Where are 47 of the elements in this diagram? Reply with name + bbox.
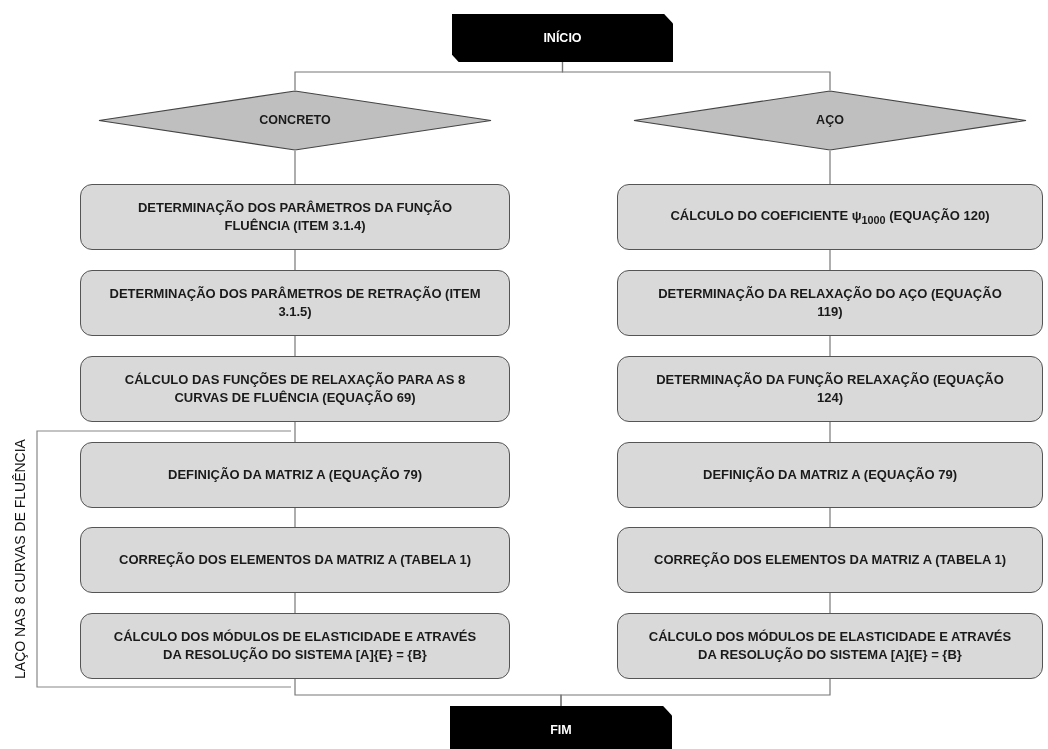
node-text: AÇO <box>815 112 845 129</box>
node-text: CORREÇÃO DOS ELEMENTOS DA MATRIZ A (TABELA 1) <box>118 551 472 569</box>
connector-line <box>829 421 831 443</box>
node-text: DETERMINAÇÃO DA FUNÇÃO RELAXAÇÃO (EQUAÇÃO 124) <box>655 371 1005 407</box>
node-text: DEFINIÇÃO DA MATRIZ A (EQUAÇÃO 79) <box>702 466 958 484</box>
terminal-box <box>450 706 672 749</box>
node-text: CÁLCULO DAS FUNÇÕES DE RELAXAÇÃO PARA AS 8 CURVAS DE FLUÊNCIA (EQUAÇÃO 69) <box>123 371 467 407</box>
connector-line <box>829 507 831 528</box>
process-box <box>617 613 1043 679</box>
process-box <box>617 527 1043 593</box>
connector-line <box>294 421 296 443</box>
connector-line <box>829 249 831 271</box>
process-box <box>80 356 510 422</box>
connector-line <box>294 507 296 528</box>
node-text: FIM <box>549 721 573 739</box>
node-text: CONCRETO <box>258 112 332 129</box>
terminal-box <box>452 14 673 62</box>
process-box <box>80 442 510 508</box>
process-box <box>80 527 510 593</box>
process-box <box>80 270 510 336</box>
process-box <box>80 184 510 250</box>
process-box <box>617 184 1043 250</box>
node-text: DETERMINAÇÃO DOS PARÂMETROS DE RETRAÇÃO (ITEM 3.1.5) <box>108 285 482 321</box>
node-text: DEFINIÇÃO DA MATRIZ A (EQUAÇÃO 79) <box>167 466 423 484</box>
node-text: CÁLCULO DOS MÓDULOS DE ELASTICIDADE E ATRAVÉS DA RESOLUÇÃO DO SISTEMA [A]{E} = {B} <box>112 628 478 664</box>
connector-line <box>829 335 831 357</box>
loop-label: LAÇO NAS 8 CURVAS DE FLUÊNCIA <box>11 438 29 681</box>
process-box <box>617 270 1043 336</box>
connector-line <box>294 249 296 271</box>
connector-line <box>829 592 831 614</box>
node-text: DETERMINAÇÃO DOS PARÂMETROS DA FUNÇÃO FLUÊNCIA (ITEM 3.1.4) <box>136 199 454 235</box>
node-text: CORREÇÃO DOS ELEMENTOS DA MATRIZ A (TABELA 1) <box>653 551 1007 569</box>
decision-diamond <box>98 90 492 151</box>
connector-line <box>560 678 831 707</box>
process-box <box>80 613 510 679</box>
connector-line <box>294 150 296 185</box>
process-box <box>617 442 1043 508</box>
connector-line <box>829 150 831 185</box>
connector-line <box>294 335 296 357</box>
node-text: CÁLCULO DOS MÓDULOS DE ELASTICIDADE E ATRAVÉS DA RESOLUÇÃO DO SISTEMA [A]{E} = {B} <box>647 628 1013 664</box>
connector-line <box>561 61 831 91</box>
node-text: DETERMINAÇÃO DA RELAXAÇÃO DO AÇO (EQUAÇÃO 119) <box>657 285 1003 321</box>
process-box <box>617 356 1043 422</box>
decision-diamond <box>633 90 1027 151</box>
node-text: CÁLCULO DO COEFICIENTE ψ$_{1000}$ (EQUAÇÃO 120) <box>669 206 991 228</box>
connector-line <box>294 592 296 614</box>
node-text: INÍCIO <box>542 29 583 47</box>
